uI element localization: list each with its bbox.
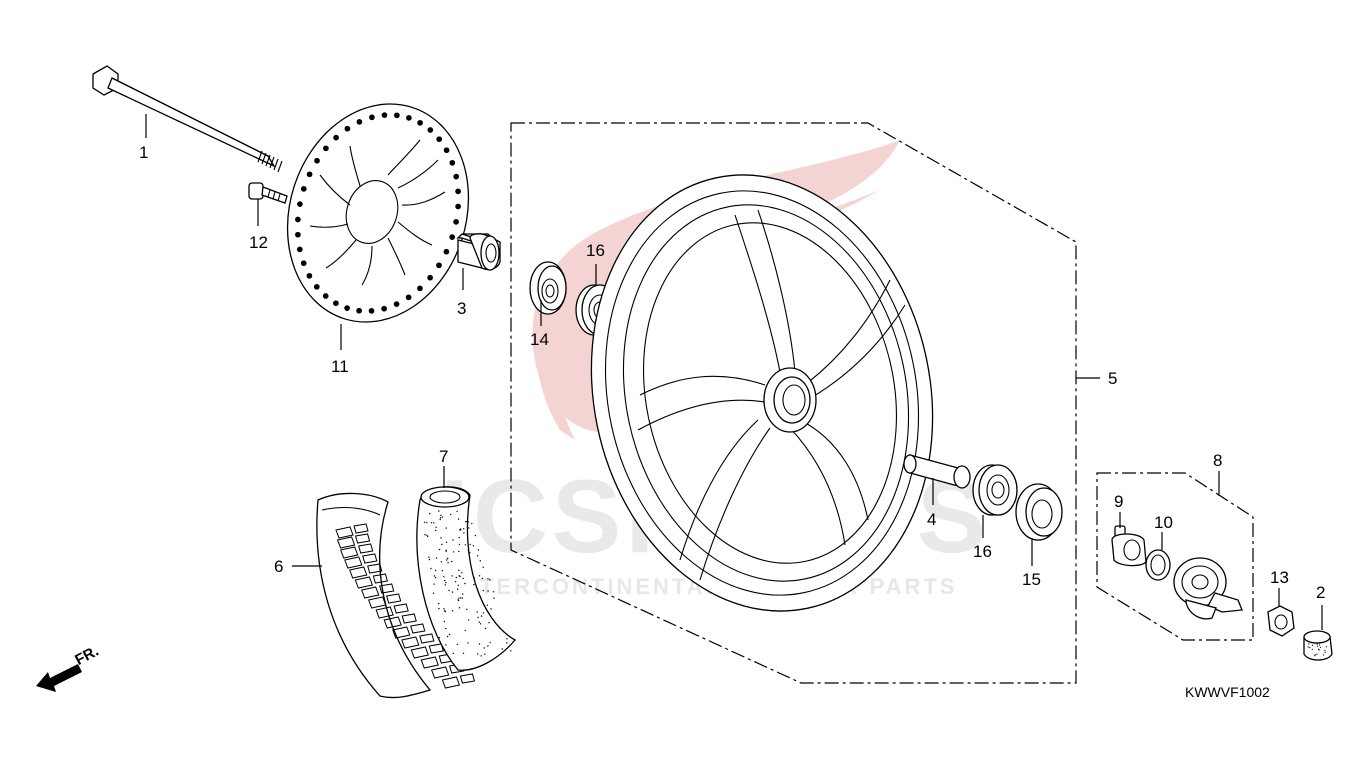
wheel-assembly-outline	[510, 122, 1077, 684]
callout-3: 3	[457, 299, 466, 318]
bearing-right[interactable]	[972, 464, 1018, 516]
retainer[interactable]	[1111, 525, 1147, 567]
callout-4: 4	[927, 510, 936, 529]
brake-disc[interactable]	[260, 80, 496, 346]
callout-9: 9	[1114, 492, 1123, 511]
callout-10: 10	[1154, 513, 1173, 532]
callout-7: 7	[439, 447, 448, 466]
front-wheel[interactable]	[552, 143, 972, 643]
callout-15: 15	[1022, 570, 1041, 589]
collar[interactable]	[456, 233, 501, 271]
front-direction-indicator: FR.	[36, 643, 102, 692]
callout-2: 2	[1316, 583, 1325, 602]
tube[interactable]	[416, 486, 517, 671]
distance-collar[interactable]	[903, 454, 971, 489]
callout-14: 14	[530, 330, 549, 349]
dust-seal-right[interactable]	[1015, 483, 1063, 541]
callout-5: 5	[1108, 369, 1117, 388]
callout-6: 6	[274, 557, 283, 576]
axle-bolt[interactable]	[92, 65, 283, 173]
disc-bolt[interactable]	[248, 182, 288, 204]
callout-11: 11	[331, 357, 349, 376]
callout-12: 12	[249, 233, 268, 252]
cap[interactable]	[1303, 630, 1333, 661]
gearbox-group-outline	[1096, 472, 1254, 641]
dust-seal-left[interactable]	[529, 261, 567, 315]
arrow-left-icon	[36, 664, 82, 692]
gearbox-body[interactable]	[1173, 557, 1243, 620]
diagram-code: KWWVF1002	[1185, 684, 1270, 700]
callout-8: 8	[1213, 451, 1222, 470]
callout-13: 13	[1270, 568, 1289, 587]
callout-1: 1	[139, 143, 148, 162]
callout-16b: 16	[973, 542, 992, 561]
callout-16a: 16	[586, 241, 605, 260]
axle-nut[interactable]	[1267, 605, 1295, 637]
washer[interactable]	[1145, 549, 1171, 581]
tire[interactable]	[316, 492, 476, 699]
